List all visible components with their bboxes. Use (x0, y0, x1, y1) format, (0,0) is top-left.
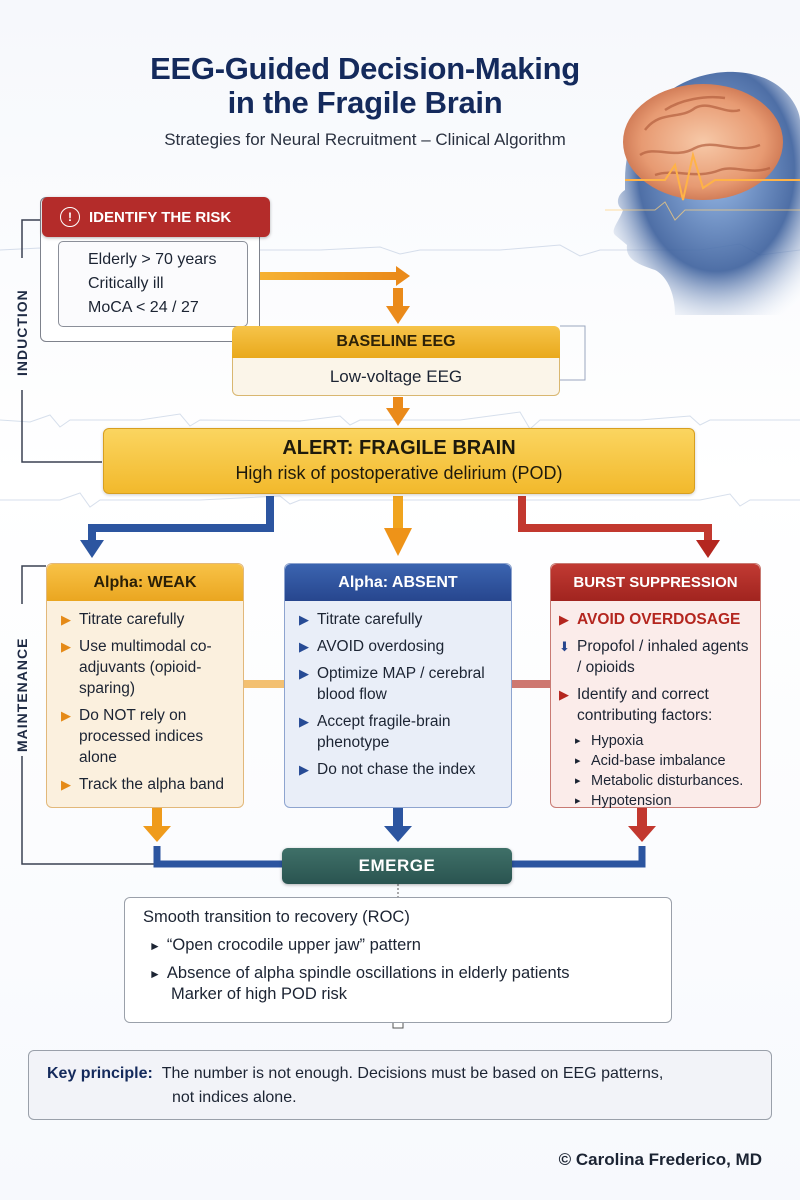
key-principle-label: Key principle (47, 1065, 148, 1082)
recovery-box: Smooth transition to recovery (ROC) ►“Op… (124, 897, 672, 1023)
identify-risk-label: IDENTIFY THE RISK (89, 208, 232, 226)
triangle-bullet-icon: ▶ (559, 612, 569, 627)
page-subtitle: Strategies for Neural Recruitment – Clin… (164, 130, 566, 149)
brain-head-illustration (605, 71, 800, 315)
alpha-absent-header: Alpha: ABSENT (285, 564, 511, 601)
list-item: ►Absence of alpha spindle oscillations i… (149, 964, 570, 982)
section-label-induction: INDUCTION (14, 289, 30, 376)
list-item: ▶Accept fragile-brain phenotype (299, 713, 451, 751)
identify-risk-header: ! IDENTIFY THE RISK (42, 197, 270, 237)
author-credit: © Carolina Frederico, MD (558, 1150, 762, 1169)
list-item: ▶AVOID OVERDOSAGE (559, 611, 741, 628)
key-principle-text-2: not indices alone. (172, 1089, 297, 1106)
list-item: ▶Do not chase the index (299, 761, 476, 778)
alpha-weak-panel: Alpha: WEAK ▶Titrate carefully ▶Use mult… (46, 563, 244, 808)
alert-fragile-brain: ALERT: FRAGILE BRAIN High risk of postop… (103, 428, 695, 494)
alert-title: ALERT: FRAGILE BRAIN (282, 437, 516, 459)
triangle-bullet-icon: ▸ (575, 755, 581, 767)
section-label-maintenance: MAINTENANCE (14, 637, 30, 752)
baseline-eeg-body: Low-voltage EEG (232, 358, 560, 396)
key-principle-text: The number is not enough. Decisions must… (161, 1065, 664, 1082)
list-item: ▸Acid-base imbalance (575, 753, 726, 769)
burst-suppression-panel: BURST SUPPRESSION ▶AVOID OVERDOSAGE ⬇Pro… (550, 563, 761, 809)
triangle-bullet-icon: ► (149, 939, 161, 953)
list-item: ▸Metabolic disturbances. (575, 773, 744, 789)
alert-subtitle: High risk of postoperative delirium (POD… (235, 463, 563, 483)
list-item: ▸Hypotension (575, 793, 672, 809)
burst-suppression-header: BURST SUPPRESSION (551, 564, 760, 601)
triangle-bullet-icon: ▶ (299, 612, 309, 627)
recovery-title: Smooth transition to recovery (ROC) (143, 908, 410, 926)
list-item: ▶Do NOT rely on processed indices alone (61, 707, 204, 766)
triangle-bullet-icon: ▶ (61, 639, 71, 654)
list-item: ▶Optimize MAP / cerebral blood flow (299, 665, 485, 703)
emerge-stage: EMERGE (282, 848, 512, 884)
list-item: ►“Open crocodile upper jaw” pattern (149, 936, 421, 954)
warning-icon: ! (60, 207, 80, 227)
list-item: ▶Titrate carefully (61, 611, 185, 628)
risk-criteria-box: Elderly > 70 years Critically ill MoCA <… (58, 241, 248, 327)
recovery-note: Marker of high POD risk (171, 985, 348, 1003)
triangle-bullet-icon: ▶ (299, 639, 309, 654)
risk-item: Critically ill (88, 275, 164, 292)
triangle-bullet-icon: ▶ (299, 714, 309, 729)
risk-item: Elderly > 70 years (88, 251, 217, 268)
triangle-bullet-icon: ▶ (299, 666, 309, 681)
list-item: ⬇Propofol / inhaled agents / opioids (559, 638, 749, 676)
triangle-bullet-icon: ▶ (61, 708, 71, 723)
triangle-bullet-icon: ▸ (575, 775, 581, 787)
triangle-bullet-icon: ▶ (559, 687, 569, 702)
triangle-bullet-icon: ▸ (575, 795, 581, 807)
alpha-absent-panel: Alpha: ABSENT ▶Titrate carefully ▶AVOID … (284, 563, 512, 808)
list-item: ▶Track the alpha band (61, 776, 225, 793)
baseline-eeg-header: BASELINE EEG (232, 326, 560, 358)
list-item: ▶Titrate carefully (299, 611, 423, 628)
triangle-bullet-icon: ▶ (61, 777, 71, 792)
triangle-bullet-icon: ▶ (299, 762, 309, 777)
eeg-background-trace (0, 492, 800, 508)
alpha-weak-header: Alpha: WEAK (47, 564, 243, 601)
key-principle-box: Key principle: The number is not enough.… (28, 1050, 772, 1120)
list-item: ▶AVOID overdosing (299, 638, 445, 655)
page-title: EEG-Guided Decision-Making in the Fragil… (150, 51, 580, 120)
triangle-bullet-icon: ▸ (575, 735, 581, 747)
list-item: ▸Hypoxia (575, 733, 644, 749)
triangle-bullet-icon: ► (149, 967, 161, 981)
arrow-down-icon: ⬇ (559, 639, 570, 654)
list-item: ▶Identify and correct contributing facto… (559, 686, 713, 724)
list-item: ▶Use multimodal co-adjuvants (opioid-spa… (61, 638, 212, 697)
risk-item: MoCA < 24 / 27 (88, 299, 199, 316)
triangle-bullet-icon: ▶ (61, 612, 71, 627)
